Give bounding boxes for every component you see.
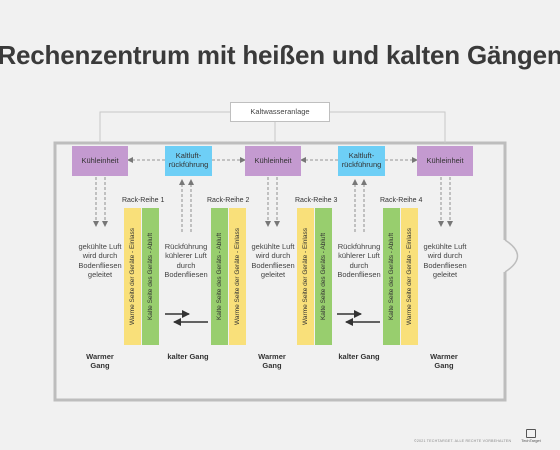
rack-3-cold-side-label: Kalte Seite des Geräts - Abluft [320,232,328,321]
cooled-air-text-2: gekühlte Luft wird durch Bodenfliesen ge… [251,242,295,280]
return-unit-2: Kaltluft- rückführung [338,146,385,176]
rack-4-cold-side: Kalte Seite des Geräts - Abluft [383,208,400,345]
warm-aisle-label-3: Warmer Gang [430,352,458,370]
cooling-unit-label: Kühleinheit [254,155,292,165]
logo-mark-icon [526,429,536,438]
cold-aisle-label-2: kalter Gang [338,352,380,361]
rack-1-warm-side: Warme Seite der Geräte - Einlass [124,208,141,345]
cooling-unit-label: Kühleinheit [81,155,119,165]
rack-4-cold-side-label: Kalte Seite des Geräts - Abluft [388,232,396,321]
rack-2-warm-side-label: Warme Seite der Geräte - Einlass [234,228,241,325]
warm-aisle-label-1: Warmer Gang [86,352,114,370]
rack-3-warm-side: Warme Seite der Geräte - Einlass [297,208,314,345]
rack-2-cold-side-label: Kalte Seite des Geräts - Abluft [216,232,224,321]
cooling-unit-2: Kühleinheit [245,146,301,176]
rack-1-cold-side: Kalte Seite des Geräts - Abluft [142,208,159,345]
pipe-right [330,111,446,143]
return-air-text-2: Rückführung kühlerer Luft durch Bodenfli… [337,242,381,280]
return-unit-label: Kaltluft- rückführung [168,151,209,169]
rack-row-label-4: Rack-Reihe 4 [380,197,423,204]
cooled-air-text-3: gekühlte Luft wird durch Bodenfliesen ge… [423,242,467,280]
return-unit-1: Kaltluft- rückführung [165,146,212,176]
warm-aisle-label-2: Warmer Gang [258,352,286,370]
rack-row-label-1: Rack-Reihe 1 [122,197,165,204]
rack-row-label-3: Rack-Reihe 3 [295,197,338,204]
page-title: Rechenzentrum mit heißen und kalten Gäng… [0,39,560,70]
cooled-air-text-1: gekühlte Luft wird durch Bodenfliesen ge… [78,242,122,280]
door-swing [504,239,519,273]
cooling-unit-3: Kühleinheit [417,146,473,176]
rack-1-warm-side-label: Warme Seite der Geräte - Einlass [129,228,136,325]
chiller-plant-label: Kaltwasseranlage [250,106,310,116]
techtarget-logo: TechTarget [518,429,544,445]
return-air-text-1: Rückführung kühlerer Luft durch Bodenfli… [164,242,208,280]
cooling-unit-label: Kühleinheit [426,155,464,165]
rack-3-warm-side-label: Warme Seite der Geräte - Einlass [302,228,309,325]
rack-4-warm-side: Warme Seite der Geräte - Einlass [401,208,418,345]
rack-4-warm-side-label: Warme Seite der Geräte - Einlass [406,228,413,325]
return-unit-label: Kaltluft- rückführung [341,151,382,169]
logo-text: TechTarget [521,438,541,443]
rack-2-warm-side: Warme Seite der Geräte - Einlass [229,208,246,345]
rack-1-cold-side-label: Kalte Seite des Geräts - Abluft [147,232,155,321]
cold-aisle-label-1: kalter Gang [167,352,209,361]
copyright-text: ©2021 TECHTARGET. ALLE RECHTE VORBEHALTE… [414,439,512,443]
rack-3-cold-side: Kalte Seite des Geräts - Abluft [315,208,332,345]
chiller-plant-box: Kaltwasseranlage [230,102,330,122]
pipe-left [99,111,230,143]
rack-2-cold-side: Kalte Seite des Geräts - Abluft [211,208,228,345]
room-outline [53,141,507,402]
title-area: Rechenzentrum mit heißen und kalten Gäng… [0,0,560,110]
cooling-unit-1: Kühleinheit [72,146,128,176]
rack-row-label-2: Rack-Reihe 2 [207,197,250,204]
